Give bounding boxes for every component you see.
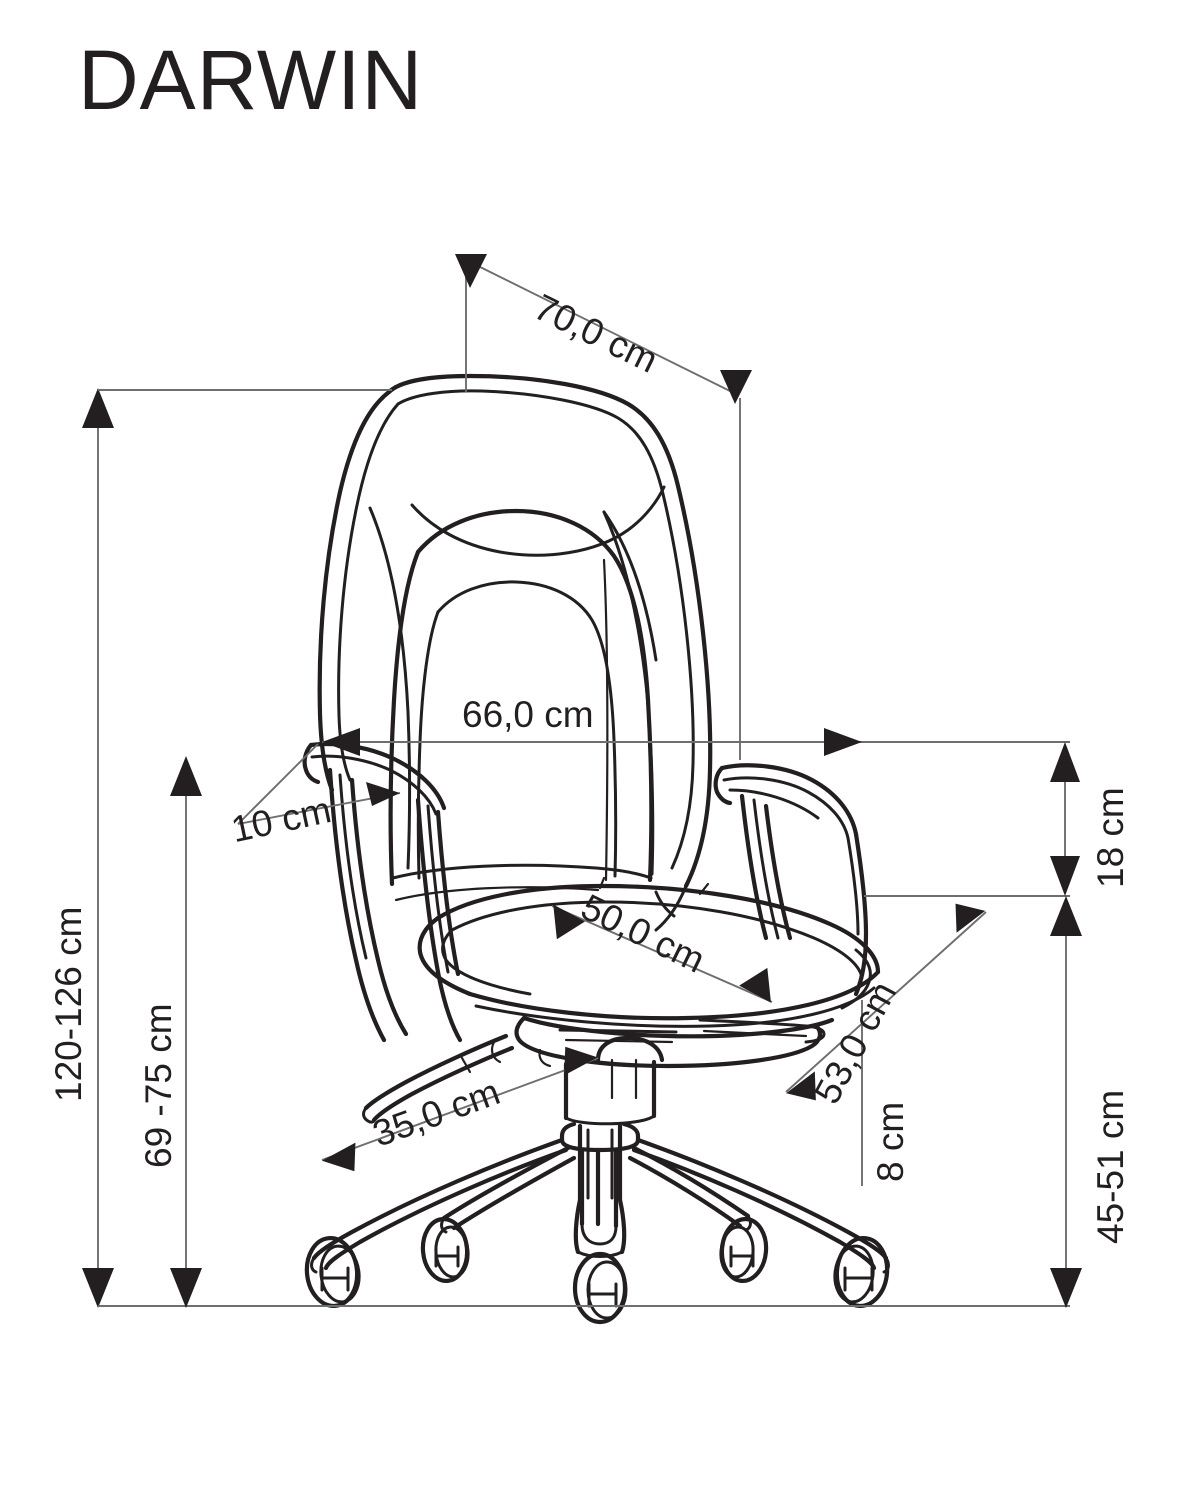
armrest-right [713,763,869,997]
dimension-label-armrest-height: 18 cm [1090,787,1131,888]
dimension-armrest-height [1050,742,1080,896]
dimension-lines [82,254,1082,1308]
dimension-label-total-height: 120-126 cm [48,906,89,1102]
dimension-label-seat-thickness: 8 cm [870,1101,911,1182]
tilt-mechanism [362,1015,835,1124]
dimension-label-backrest-width: 66,0 cm [462,694,594,735]
page-title: DARWIN [78,33,424,127]
dimension-seat-width [785,895,1070,1101]
dimension-backrest-height [170,756,202,1308]
caster-wheel [833,1235,890,1309]
caster-wheel [420,1216,470,1284]
dimension-depth-overall [455,254,752,760]
backrest [317,373,713,932]
dimension-label-backrest-height: 69 -75 cm [138,1003,179,1168]
dimension-seat-height [1050,896,1082,1308]
dimension-base-radius [321,1046,599,1172]
dimension-backrest-width [322,728,1070,756]
seat-cushion [417,876,881,1028]
caster-wheel [572,1251,628,1325]
dimension-label-seat-height: 45-51 cm [1090,1089,1131,1244]
chair-base [304,1121,890,1325]
chair-drawing [302,373,890,1325]
dimension-seat-depth [551,904,773,1003]
caster-wheel [719,1216,769,1284]
dimension-armrest-pad [237,743,401,825]
dimension-total-height [82,388,1070,1308]
